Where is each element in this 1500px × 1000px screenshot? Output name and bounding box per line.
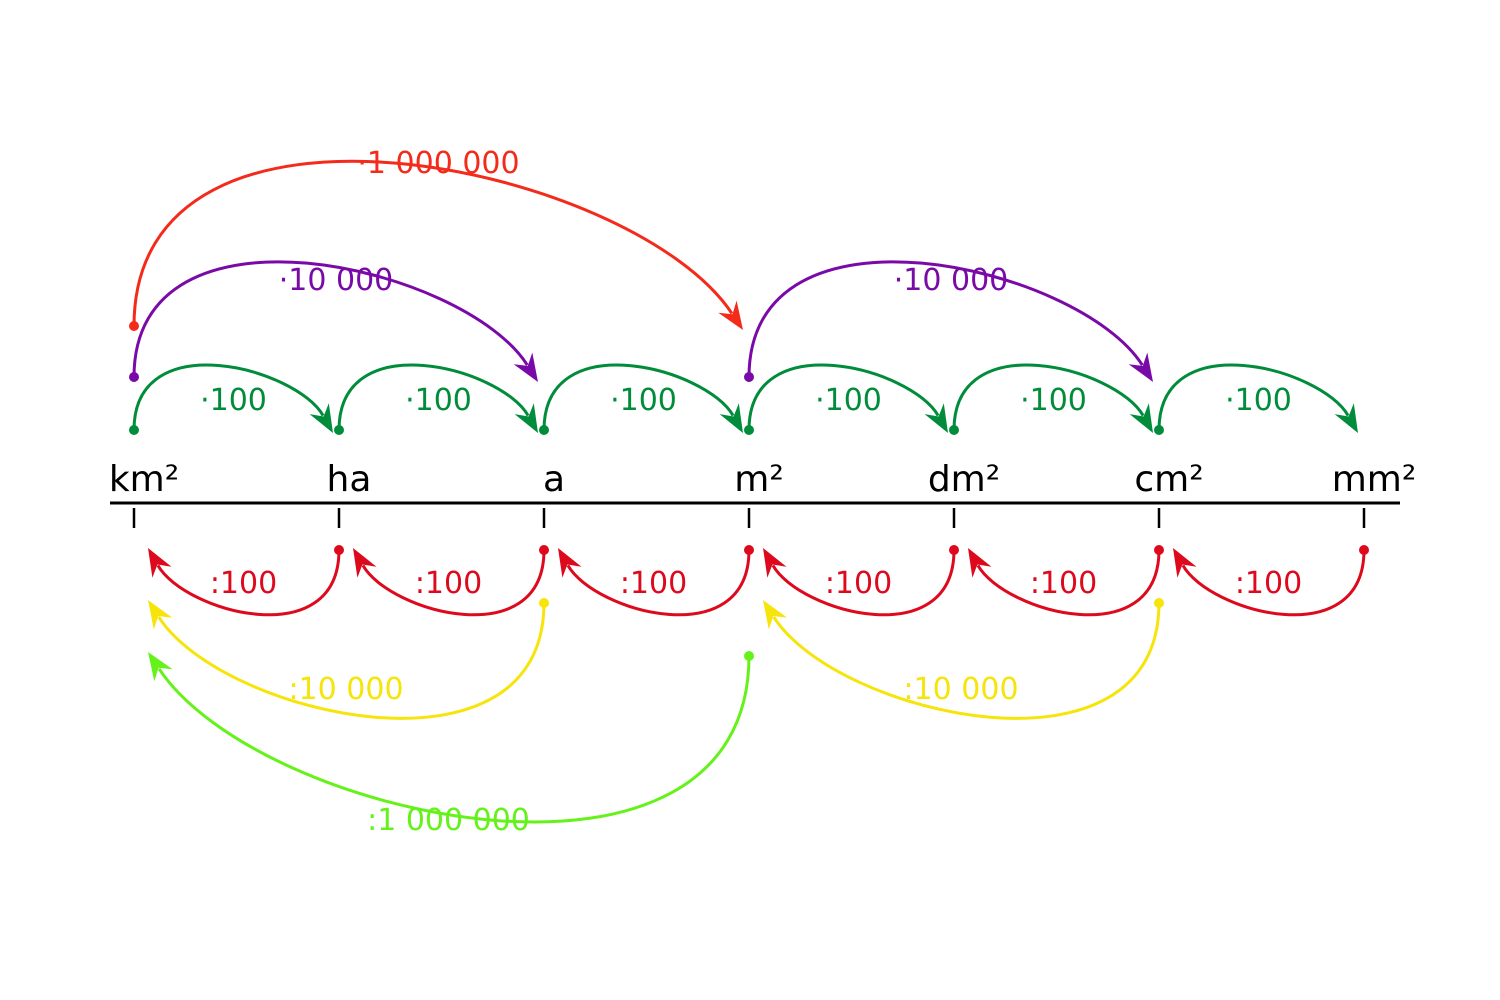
arrowhead xyxy=(309,403,333,433)
arrowhead xyxy=(1128,352,1153,382)
conversion-factor-label: :100 xyxy=(210,566,277,601)
multiply-arrow: ·100 xyxy=(539,363,743,435)
unit-label: cm² xyxy=(1134,459,1203,500)
conversion-factor-label: ·100 xyxy=(200,383,267,418)
divide-arrows: :100 :100 :100 :100 :100 :100 :10 000 :10 000 :1… xyxy=(148,545,1369,838)
divide-arrow: :10 000 xyxy=(763,598,1164,720)
arrowhead xyxy=(968,548,992,578)
arrowhead xyxy=(924,403,948,433)
conversion-factor-label: ·100 xyxy=(610,383,677,418)
multiply-arrow: ·100 xyxy=(334,363,538,435)
conversion-factor-label: :100 xyxy=(1235,566,1302,601)
conversion-factor-label: ·100 xyxy=(815,383,882,418)
conversion-factor-label: :100 xyxy=(620,566,687,601)
conversion-factor-label: :100 xyxy=(1030,566,1097,601)
unit-labels: km² ha a m² dm² cm² mm² xyxy=(109,459,1416,500)
multiply-arrow: ·100 xyxy=(744,363,948,435)
unit-label: m² xyxy=(734,459,784,500)
multiply-arrows: ·100 ·100 ·100 ·100 ·100 ·100 ·10 000 ·10 000 ·1… xyxy=(129,146,1358,435)
arrowhead xyxy=(148,548,172,578)
arrow-arc xyxy=(976,549,1161,617)
arrowhead xyxy=(513,352,538,382)
arrowhead xyxy=(514,403,538,433)
arrowhead xyxy=(148,652,173,682)
conversion-factor-label: :100 xyxy=(415,566,482,601)
arrow-arc xyxy=(132,363,325,431)
arrow-arc xyxy=(361,549,546,617)
multiply-arrow: ·10 000 xyxy=(744,260,1153,382)
conversion-factor-label: :100 xyxy=(825,566,892,601)
arrow-arc xyxy=(157,655,751,824)
multiply-arrow: ·10 000 xyxy=(129,260,538,382)
conversion-factor-label: ·1 000 000 xyxy=(357,146,519,181)
divide-arrow: :100 xyxy=(763,545,959,617)
multiply-arrow: ·100 xyxy=(949,363,1153,435)
divide-arrow: :100 xyxy=(1173,545,1369,617)
arrow-arc xyxy=(952,363,1145,431)
unit-label: ha xyxy=(327,459,372,500)
arrow-arc xyxy=(542,363,735,431)
axis-ticks xyxy=(132,508,1366,528)
arrow-arc xyxy=(157,602,546,720)
conversion-factor-label: ·10 000 xyxy=(894,263,1009,298)
arrowhead xyxy=(1129,403,1153,433)
divide-arrow: :10 000 xyxy=(148,598,549,720)
multiply-arrow: ·100 xyxy=(1154,363,1358,435)
divide-arrow: :100 xyxy=(558,545,754,617)
arrowhead xyxy=(353,548,377,578)
conversion-factor-label: :1 000 000 xyxy=(367,803,530,838)
arrow-arc xyxy=(132,260,529,378)
arrow-arc xyxy=(771,549,956,617)
multiply-arrow: ·1 000 000 xyxy=(129,146,743,331)
arrow-arc xyxy=(747,260,1144,378)
unit-label: a xyxy=(543,459,565,500)
arrowhead xyxy=(719,403,743,433)
unit-label: mm² xyxy=(1332,459,1417,500)
multiply-arrow: ·100 xyxy=(129,363,333,435)
arrow-arc xyxy=(132,159,734,327)
arrow-arc xyxy=(566,549,751,617)
arrow-arc xyxy=(337,363,530,431)
unit-label: km² xyxy=(109,459,179,500)
arrowhead xyxy=(1173,548,1197,578)
arrow-arc xyxy=(747,363,940,431)
divide-arrow: :100 xyxy=(353,545,549,617)
arrowhead xyxy=(763,600,788,630)
arrow-arc xyxy=(772,602,1161,720)
conversion-factor-label: :10 000 xyxy=(903,672,1018,707)
arrowhead xyxy=(148,600,173,630)
conversion-factor-label: ·10 000 xyxy=(279,263,394,298)
conversion-factor-label: ·100 xyxy=(1225,383,1292,418)
divide-arrow: :100 xyxy=(968,545,1164,617)
divide-arrow: :100 xyxy=(148,545,344,617)
divide-arrow: :1 000 000 xyxy=(148,651,754,838)
arrowhead xyxy=(1334,403,1358,433)
arrow-arc xyxy=(1157,363,1350,431)
conversion-factor-label: :10 000 xyxy=(288,672,403,707)
arrow-arc xyxy=(156,549,341,617)
unit-label: dm² xyxy=(928,459,1000,500)
conversion-factor-label: ·100 xyxy=(405,383,472,418)
arrow-arc xyxy=(1181,549,1366,617)
arrowhead xyxy=(558,548,582,578)
conversion-factor-label: ·100 xyxy=(1020,383,1087,418)
arrowhead xyxy=(718,300,743,330)
arrowhead xyxy=(763,548,787,578)
